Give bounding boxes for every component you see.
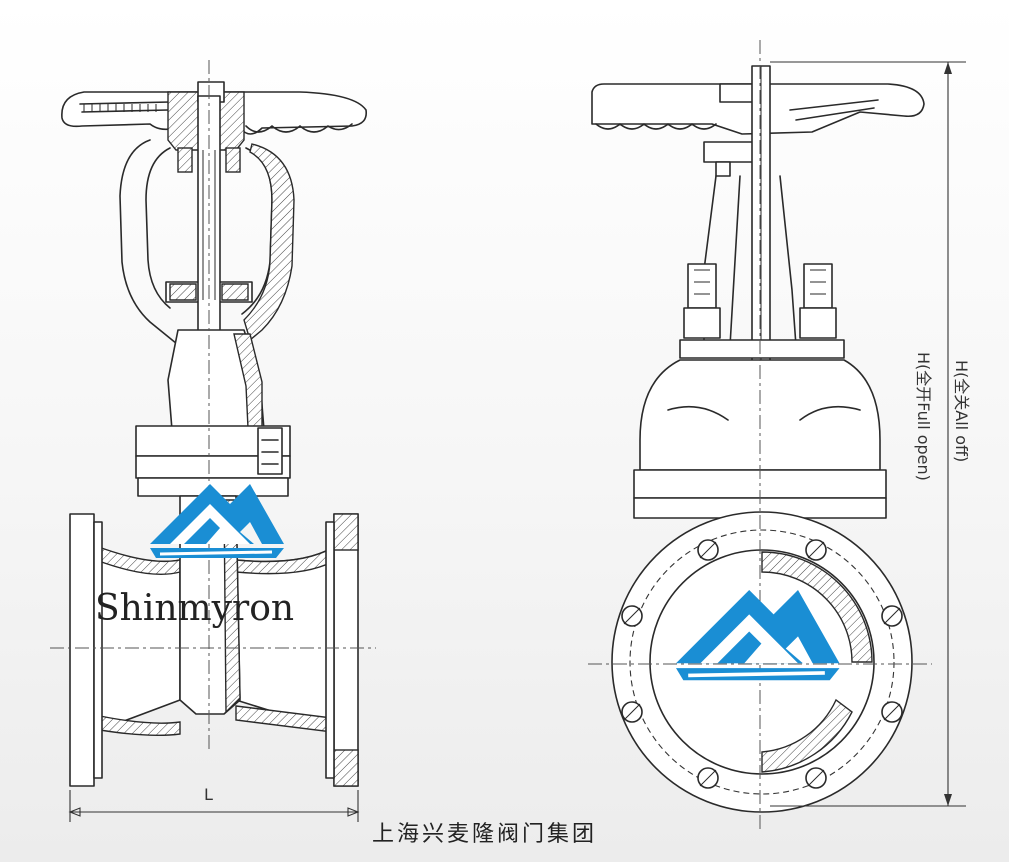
brand-name: Shinmyron (95, 588, 295, 629)
left-body (69, 495, 359, 787)
mountain-logo-icon (676, 590, 840, 681)
length-label: L (204, 785, 213, 804)
right-side-view (588, 40, 966, 830)
height-all-off-label: H(全关All off) (952, 360, 971, 462)
left-yoke (119, 139, 295, 349)
flange-bolt-holes (621, 539, 903, 789)
dimension-length (68, 790, 360, 822)
dimension-height (770, 61, 966, 807)
mountain-logo-icon (150, 484, 284, 558)
height-full-open-label: H(全开Full open) (914, 352, 933, 481)
left-bonnet (135, 329, 291, 497)
company-name: 上海兴麦隆阀门集团 (372, 822, 598, 847)
left-section-view (50, 60, 376, 822)
